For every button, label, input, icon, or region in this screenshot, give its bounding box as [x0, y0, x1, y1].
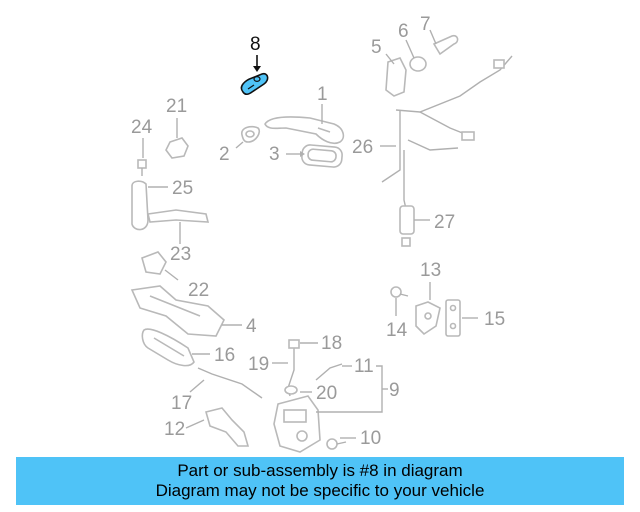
info-banner: Part or sub-assembly is #8 in diagram Di… — [16, 457, 624, 505]
callout-12[interactable]: 12 — [164, 419, 185, 440]
callout-8[interactable]: 8 — [250, 34, 261, 55]
part-9-latch — [273, 395, 321, 453]
callout-26[interactable]: 26 — [352, 137, 373, 158]
callout-2[interactable]: 2 — [219, 144, 230, 165]
callout-1[interactable]: 1 — [317, 84, 328, 105]
part-12-bracket — [205, 407, 250, 447]
callout-15[interactable]: 15 — [484, 309, 505, 330]
callout-17[interactable]: 17 — [171, 393, 192, 414]
callout-18[interactable]: 18 — [321, 333, 342, 354]
callout-13[interactable]: 13 — [420, 260, 441, 281]
part-20-grommet — [284, 385, 298, 395]
part-5-lock-cylinder — [385, 57, 407, 97]
callout-21[interactable]: 21 — [166, 96, 187, 117]
part-13-plate — [415, 301, 441, 336]
part-1-outside-handle — [264, 116, 345, 145]
callout-23[interactable]: 23 — [170, 244, 191, 265]
banner-line-disclaimer: Diagram may not be specific to your vehi… — [155, 481, 485, 500]
part-8-highlighted[interactable] — [240, 72, 269, 96]
part-14-bolt — [390, 286, 409, 298]
part-16-inside-handle — [141, 328, 195, 367]
part-17-rod — [197, 367, 263, 399]
part-21-bracket — [165, 137, 189, 159]
callout-7[interactable]: 7 — [420, 14, 431, 35]
callout-4[interactable]: 4 — [246, 316, 257, 337]
parts-diagram: 8 1 2 3 21 24 25 23 — [130, 14, 513, 453]
part-11-rod — [315, 363, 343, 381]
callout-14[interactable]: 14 — [386, 320, 408, 341]
part-3-bezel — [301, 144, 343, 168]
callout-19[interactable]: 19 — [248, 354, 269, 375]
callout-9[interactable]: 9 — [389, 380, 400, 401]
callout-6[interactable]: 6 — [398, 21, 409, 42]
callout-5[interactable]: 5 — [371, 37, 382, 58]
part-4-mechanism — [130, 285, 225, 337]
callout-27[interactable]: 27 — [434, 212, 455, 233]
part-15-striker — [445, 299, 461, 337]
part-25-trim — [131, 180, 149, 231]
callout-25[interactable]: 25 — [172, 178, 193, 199]
callout-10[interactable]: 10 — [360, 428, 381, 449]
part-27-connector — [399, 205, 415, 247]
banner-line-part: Part or sub-assembly is #8 in diagram — [177, 461, 463, 480]
arrow-8 — [253, 66, 261, 72]
part-23-rod — [147, 209, 210, 223]
callout-24[interactable]: 24 — [131, 117, 153, 138]
callout-3[interactable]: 3 — [269, 144, 280, 165]
part-24-bolt — [137, 159, 147, 176]
part-2-gasket — [241, 125, 261, 143]
part-22-clip — [141, 251, 167, 275]
callout-22[interactable]: 22 — [188, 280, 209, 301]
callout-11[interactable]: 11 — [354, 356, 374, 377]
part-6-cap — [409, 56, 427, 72]
part-10-screw — [326, 438, 347, 450]
callout-16[interactable]: 16 — [214, 345, 235, 366]
part-7-key — [432, 34, 459, 56]
callout-20[interactable]: 20 — [316, 383, 337, 404]
